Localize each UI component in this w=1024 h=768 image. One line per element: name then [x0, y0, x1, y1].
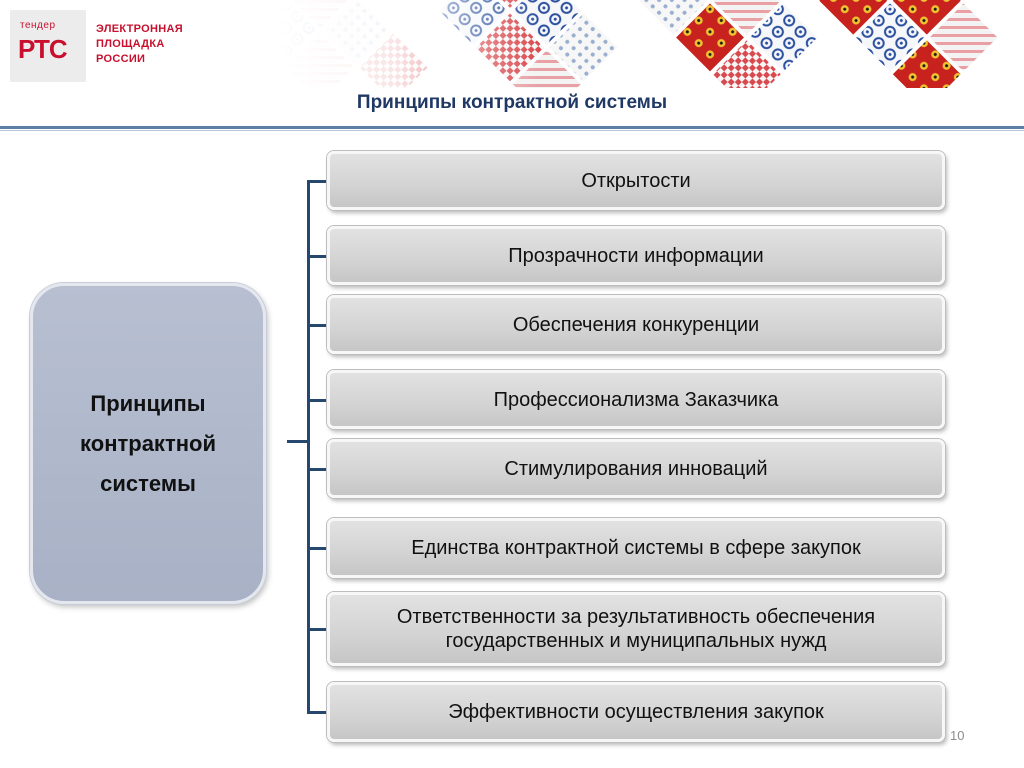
connector-branch	[307, 180, 327, 183]
logo-tender-text: тендер	[20, 20, 56, 31]
principle-label: Открытости	[581, 169, 691, 192]
connector-branch	[307, 711, 327, 714]
central-node-label: Принципы контрактной системы	[80, 390, 216, 496]
page-title: Принципы контрактной системы	[356, 92, 668, 113]
connector-branch	[307, 324, 327, 327]
org-name-line: ЭЛЕКТРОННАЯ	[96, 23, 183, 35]
principle-label: Прозрачности информации	[508, 244, 764, 267]
principle-responsibility: Ответственности за результативность обес…	[327, 592, 945, 666]
slide-number: 10	[950, 728, 965, 743]
connector-branch	[307, 255, 327, 258]
principle-label: Ответственности за результативность обес…	[396, 606, 876, 652]
org-name-line: РОССИИ	[96, 53, 146, 65]
slide-header: тендер РТС ЭЛЕКТРОННАЯ ПЛОЩАДКА РОССИИ	[0, 0, 1024, 131]
principle-innovation: Стимулирования инноваций	[327, 439, 945, 498]
principle-efficiency: Эффективности осуществления закупок	[327, 682, 945, 742]
connector-branch	[307, 547, 327, 550]
principle-label: Эффективности осуществления закупок	[448, 701, 824, 723]
connector-trunk	[307, 180, 310, 714]
principle-label: Стимулирования инноваций	[504, 457, 768, 480]
org-name: ЭЛЕКТРОННАЯ ПЛОЩАДКА РОССИИ	[96, 22, 183, 67]
principle-label: Профессионализма Заказчика	[493, 388, 779, 411]
principle-openness: Открытости	[327, 151, 945, 210]
connector-branch	[307, 628, 327, 631]
principle-label: Обеспечения конкуренции	[512, 313, 760, 336]
principle-professionalism: Профессионализма Заказчика	[327, 370, 945, 429]
principle-transparency: Прозрачности информации	[327, 226, 945, 285]
decorative-pattern-banner	[280, 0, 1024, 88]
principle-label: Единства контрактной системы в сфере зак…	[411, 537, 861, 559]
rts-logo: тендер РТС	[10, 10, 86, 82]
title-divider-thin	[0, 130, 1024, 131]
principle-competition: Обеспечения конкуренции	[327, 295, 945, 354]
connector-branch	[307, 468, 327, 471]
banner-fade	[280, 0, 540, 88]
principle-unity: Единства контрактной системы в сфере зак…	[327, 518, 945, 578]
title-divider	[0, 126, 1024, 129]
connector-branch	[307, 399, 327, 402]
org-name-line: ПЛОЩАДКА	[96, 38, 165, 50]
connector-stub	[287, 440, 309, 443]
central-node: Принципы контрактной системы	[30, 283, 266, 604]
logo-rts-text: РТС	[18, 34, 68, 64]
